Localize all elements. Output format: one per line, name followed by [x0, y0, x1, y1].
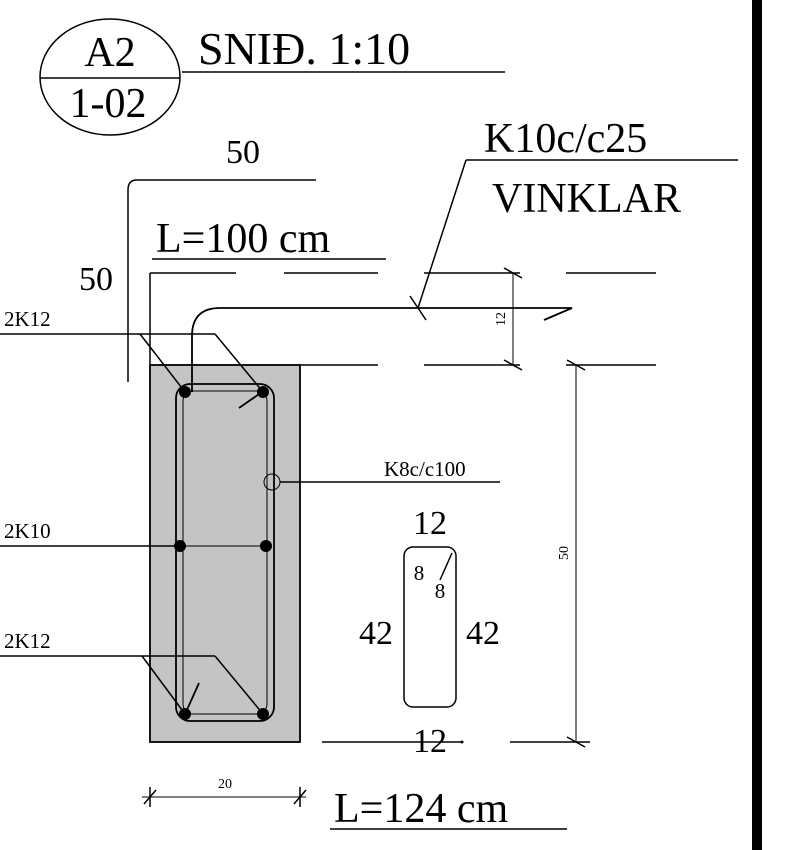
rebar-middle-label: 2K10 — [4, 519, 51, 543]
bent-bar-side-leg: 50 — [79, 261, 113, 298]
section-title: SNIÐ. 1:10 — [198, 23, 410, 74]
title-block: A2 1-02 SNIÐ. 1:10 — [39, 18, 505, 136]
stirrup-callout-line1: K10c/c25 — [484, 116, 647, 162]
stirrup-shape-hook-b: 8 — [435, 579, 446, 603]
bent-bar-detail: 50 50 L=100 cm — [79, 134, 386, 382]
rebar-middle-callout: 2K10 — [0, 519, 180, 547]
detail-id: A2 — [84, 30, 135, 76]
rebar-top-callout: 2K12 — [0, 307, 264, 393]
stirrup-shape-hook-a: 8 — [414, 561, 425, 585]
bent-bar-top-leg: 50 — [226, 134, 260, 171]
stirrup-shape-bottom: 12 — [413, 723, 447, 760]
stirrup-callout-leader — [417, 159, 467, 309]
slab-outline — [149, 272, 656, 366]
detail-bubble — [39, 18, 181, 136]
link-label: K8c/c100 — [384, 457, 466, 481]
slab-top-bar — [191, 307, 573, 392]
beam-depth-text: 50 — [557, 546, 572, 560]
beam-stirrup-inner — [182, 390, 268, 715]
stirrup-shape-top: 12 — [413, 505, 447, 542]
stirrup-shape-hook — [439, 552, 453, 581]
sheet-ref: 1-02 — [70, 81, 147, 127]
beam-stirrup-outer — [175, 383, 275, 722]
stirrup-callout: K10c/c25 VINKLAR — [409, 116, 738, 321]
bent-bar-shape — [127, 179, 316, 382]
rebar-bottom-label: 2K12 — [4, 629, 51, 653]
beam-width-text: 20 — [218, 777, 232, 792]
beam-section — [149, 364, 301, 743]
beam-depth-dimension: 50 — [510, 359, 590, 748]
stirrup-shape-left: 42 — [359, 615, 393, 652]
rebar-middle-right — [260, 540, 272, 552]
stirrup-hook-bottom — [185, 682, 200, 713]
rebar-bottom-callout: 2K12 — [0, 629, 264, 715]
rebar-top-label: 2K12 — [4, 307, 51, 331]
bent-bar-length: L=100 cm — [156, 216, 330, 262]
stirrup-shape-length: L=124 cm — [334, 786, 508, 832]
link-callout: K8c/c100 — [263, 457, 500, 491]
stirrup-shape-right: 42 — [466, 615, 500, 652]
stirrup-callout-line2: VINKLAR — [492, 176, 681, 222]
stirrup-shape-detail: 12 8 8 42 42 12 L=124 cm — [322, 505, 567, 832]
slab-thickness-text: 12 — [494, 312, 509, 326]
beam-width-dimension: 20 — [142, 777, 307, 807]
slab-thickness-dimension: 12 — [494, 267, 523, 371]
stirrup-shape — [403, 546, 457, 708]
